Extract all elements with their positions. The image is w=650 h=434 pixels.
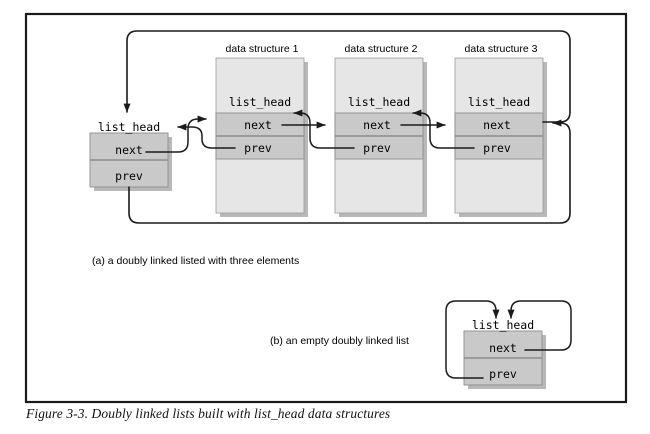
figure-caption: Figure 3-3. Doubly linked lists built wi… (26, 406, 391, 421)
arrow-head-next-to-ds1-next (145, 115, 207, 153)
ds3-inner-label: list_head (468, 95, 530, 109)
part-b-head-title-label: list_head (472, 318, 534, 332)
part-b-head-prev-label: prev (489, 367, 517, 381)
ds2-next-label: next (363, 118, 391, 132)
arrow-part-b-prev-self-loop (445, 300, 500, 379)
head-title-label: list_head (98, 120, 160, 134)
part-b-head-next-label: next (489, 341, 517, 355)
arrow-ds1-prev-to-head (177, 123, 236, 149)
head-prev-label: prev (115, 169, 143, 183)
ds1-next-label: next (244, 118, 272, 132)
ds2-inner-label: list_head (348, 95, 410, 109)
data-structure-3: data structure 3 list_head next prev (454, 43, 547, 217)
ds2-prev-label: prev (363, 141, 391, 155)
ds1-inner-label: list_head (229, 95, 291, 109)
ds2-title: data structure 2 (345, 43, 418, 55)
ds3-prev-label: prev (483, 141, 511, 155)
head-next-label: next (115, 143, 143, 157)
data-structure-2: data structure 2 list_head next prev (334, 43, 427, 217)
arrow-head-prev-to-ds3 (128, 119, 571, 224)
ds1-prev-label: prev (244, 141, 272, 155)
part-a-caption: (a) a doubly linked listed with three el… (92, 255, 299, 267)
part-b-head-node: list_head next prev (463, 318, 546, 389)
arrow-ds3-next-to-head (123, 30, 571, 123)
arrow-ds2-prev-to-ds1 (293, 109, 355, 149)
part-b-caption: (b) an empty doubly linked list (270, 335, 409, 347)
arrow-part-b-next-self-loop (507, 300, 572, 351)
ds3-title: data structure 3 (465, 43, 538, 55)
arrow-ds3-prev-to-ds2 (412, 109, 475, 149)
ds3-next-label: next (483, 118, 511, 132)
ds1-title: data structure 1 (226, 43, 299, 55)
part-a-head-node: list_head next prev (89, 120, 172, 191)
data-structure-1: data structure 1 list_head next prev (215, 43, 308, 217)
